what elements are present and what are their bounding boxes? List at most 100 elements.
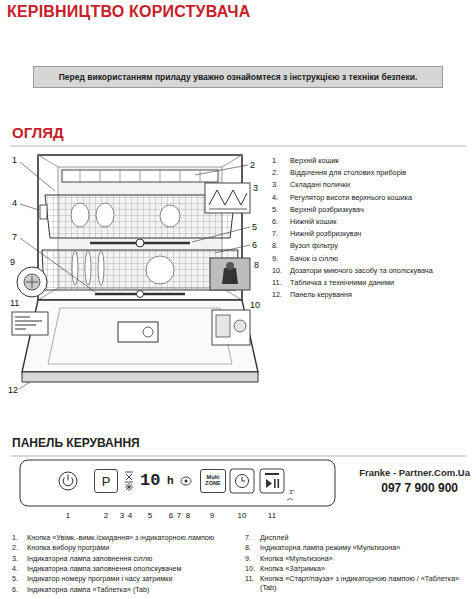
callout-number: 9 [10,257,15,267]
control-description: Кнопка «Старт/пауза» з індикаторною ламп… [260,575,468,592]
dishwasher-drawing [62,170,218,182]
dishwasher-drawing [22,155,258,382]
control-panel-drawing [20,460,335,506]
part-name: Бачок із сіллю [290,255,338,263]
dishwasher-drawing [98,251,104,285]
list-number: 5. [12,575,18,584]
list-number: 9. [272,255,278,263]
list-number: 11. [245,575,254,584]
control-panel-drawing [125,472,133,482]
dishwasher-drawing [118,322,158,342]
control-description: Кнопка вибору програми [27,544,242,553]
detail-inset [24,274,40,290]
control-description: Кнопка «Увімк.-вимк./скидання» з індикат… [27,534,242,543]
part-name: Верхній розбризкувач [290,206,364,214]
control-description: Індикаторна лампа заповнення ополіскувач… [27,565,242,574]
control-panel-drawing [287,499,293,501]
list-number: 3. [12,555,18,564]
detail-inset [17,267,47,297]
part-name: Верхній кошик [290,157,339,165]
multizone-button: Multi ZONE [200,469,226,493]
leader-line [215,245,250,253]
dishwasher-drawing [96,203,114,227]
dishwasher-drawing [40,205,47,219]
detail-inset [234,320,246,332]
list-number: 7. [245,534,251,543]
callout-number: 1 [66,511,70,520]
dishwasher-drawing [136,239,144,247]
leader-line [19,162,250,389]
callout-number: 11 [268,511,276,520]
section-heading: ПАНЕЛЬ КЕРУВАННЯ [12,437,140,451]
list-number: 4. [272,194,278,202]
list-number: 8. [245,544,251,553]
list-number: 3. [272,181,278,189]
dishwasher-drawing [85,251,91,285]
control-panel-drawing [181,477,191,485]
callout-number: 4 [12,198,17,208]
dishwasher-drawing [72,251,78,285]
dishwasher-drawing [38,155,58,167]
callout-number: 5 [252,222,257,232]
list-number: 2. [272,169,278,177]
callout-number: 7 [12,232,17,242]
leader-line [20,238,95,292]
dishwasher-drawing [48,308,232,364]
list-number: 6. [12,586,18,595]
watermark: 097 7 900 900 [381,482,458,496]
callout-number: 10 [250,300,260,310]
leader-line [192,227,250,242]
section-rule [10,456,466,457]
program-button: P [94,469,118,493]
control-description: Індикатор номеру програми і часу затримк… [27,575,242,584]
control-panel-drawing [185,480,188,483]
dishwasher-drawing [160,205,180,227]
list-number: 6. [272,218,278,226]
detail-inset [210,258,250,290]
list-number: 9. [245,555,251,564]
node-text: P [102,475,111,488]
part-name: Табличка з технічними даними [290,279,394,287]
control-panel-drawing [274,479,276,488]
part-name: Регулятор висоти верхнього кошика [290,194,412,202]
leader-line [195,165,248,175]
callout-number: 5 [148,511,152,520]
callout-number: 3 [253,183,258,193]
dishwasher-drawing [222,155,242,167]
dishwasher-drawing [71,203,89,227]
detail-inset [212,310,250,345]
leader-line [20,204,39,210]
callout-number: 2 [250,160,255,170]
detail-inset [216,315,230,337]
control-panel-drawing [230,469,254,493]
detail-inset [15,317,42,329]
control-panel-drawing [242,477,245,481]
part-name: Відділення для столових приборів [290,169,406,177]
part-name: Нижній розбризкувач [290,230,361,238]
control-panel-drawing [125,483,133,491]
dishwasher-drawing [22,372,258,382]
callout-number: 1 [12,155,17,165]
leader-line [19,382,30,389]
control-panel-drawing [68,475,69,481]
callout-number: 10 [238,511,247,520]
callout-number: 8 [254,260,259,270]
dishwasher-drawing [22,300,258,372]
detail-inset [209,190,247,205]
list-number: 11. [272,279,282,287]
callout-number: 7 [177,511,181,520]
part-name: Складані полички [290,181,350,189]
control-description: Індикаторна лампа «Таблетка» (Tab) [27,586,242,595]
list-number: 2. [12,544,18,553]
section-rule [10,146,466,147]
control-panel-drawing [59,472,77,490]
list-number: 10. [272,267,282,275]
hold-time-note: 3'' [289,489,295,496]
callout-number: 8 [186,511,190,520]
list-number: 4. [12,565,18,574]
dishwasher-drawing [80,171,200,181]
detail-inset [209,209,247,210]
part-name: Вузол фільтру [290,242,338,250]
